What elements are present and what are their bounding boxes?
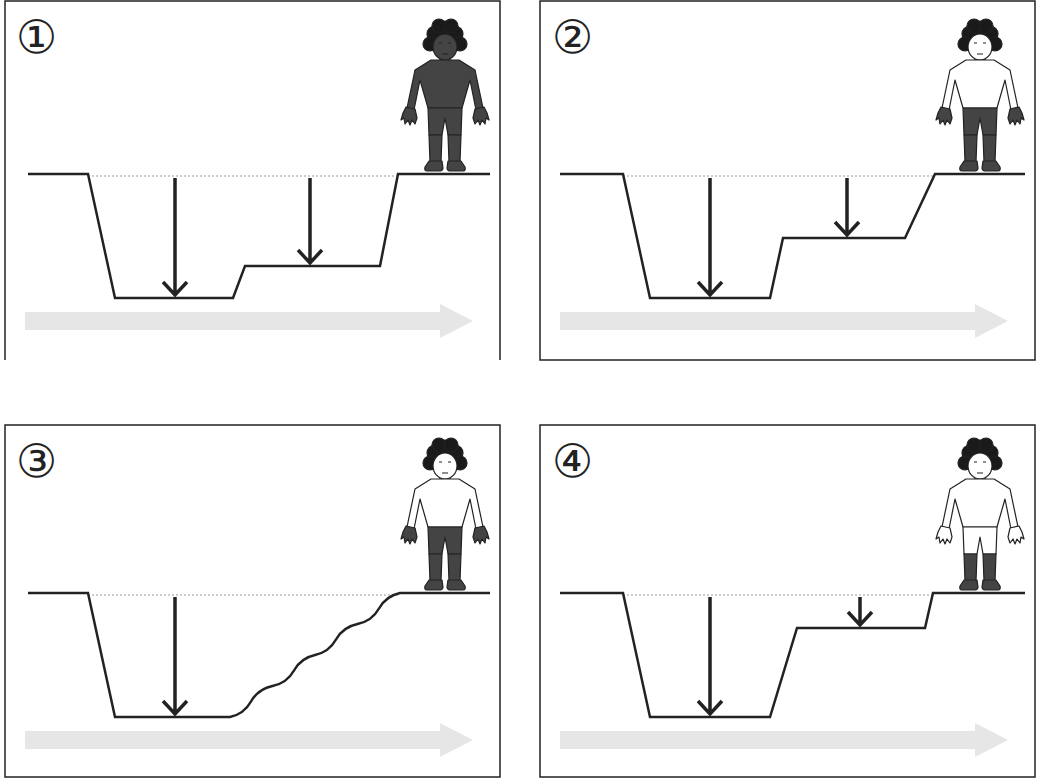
flow-arrow	[560, 304, 1008, 338]
flow-arrow	[560, 723, 1008, 757]
person-figure	[936, 19, 1024, 171]
panel-frame	[5, 425, 500, 777]
channel-profile	[28, 593, 490, 717]
panel-number: ②	[552, 14, 593, 60]
flow-arrow	[25, 304, 473, 338]
water-surface	[88, 176, 398, 177]
person-figure	[401, 438, 489, 590]
water-surface	[623, 595, 933, 596]
person-figure	[401, 19, 489, 171]
water-surface	[623, 176, 935, 177]
panel-frame	[540, 1, 1035, 360]
channel-profile	[560, 174, 1025, 298]
channel-profile	[560, 593, 1025, 717]
panel-number: ④	[552, 438, 593, 484]
water-surface	[88, 595, 400, 596]
panel-number: ③	[16, 438, 57, 484]
person-figure	[936, 438, 1024, 590]
panel-frame	[5, 1, 500, 360]
flow-arrow	[25, 723, 473, 757]
panel-number: ①	[16, 14, 57, 60]
panel-frame	[540, 425, 1035, 777]
channel-profile	[28, 174, 490, 298]
depth-arrow	[163, 178, 872, 714]
